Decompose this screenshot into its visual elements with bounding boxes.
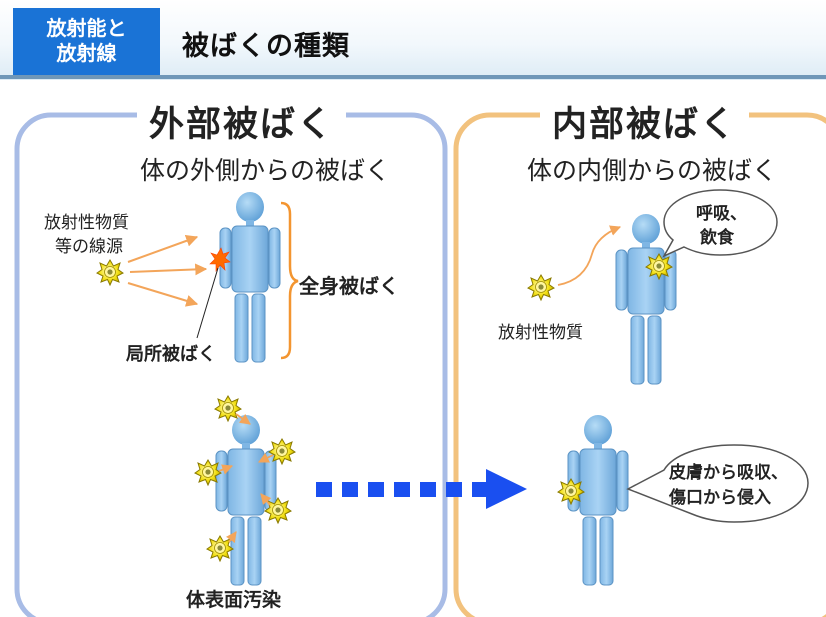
whole-body-exposure-label: 全身被ばく: [299, 274, 399, 298]
section-tag-line1: 放射能と: [46, 16, 127, 40]
radiation-source-icon: [527, 274, 555, 301]
source-label-line1: 放射性物質: [44, 213, 129, 233]
speech-bubble-icon: [662, 189, 778, 258]
source-label-line2: 等の線源: [55, 237, 123, 257]
external-exposure-subtitle: 体の外側からの被ばく: [140, 156, 391, 185]
page-title: 被ばくの種類: [182, 31, 350, 62]
radiation-source-icon: [557, 478, 585, 505]
surface-contamination-label: 体表面汚染: [186, 589, 282, 611]
radiation-source-icon: [268, 438, 296, 465]
radiation-source-icon: [264, 497, 292, 524]
radiation-source-icon: [206, 535, 234, 562]
radiation-source-icon: [96, 259, 124, 286]
human-figure-icon: [219, 191, 281, 363]
internal-exposure-subtitle: 体の内側からの被ばく: [527, 156, 778, 185]
bubble2-line1: 皮膚から吸収、: [669, 463, 788, 483]
section-tag-line2: 放射線: [56, 41, 117, 65]
whole-body-bracket: [280, 201, 299, 360]
local-exposure-spot: [209, 247, 231, 272]
header-divider: [0, 75, 826, 79]
bubble1-line1: 呼吸、: [696, 204, 747, 224]
external-exposure-title: 外部被ばく: [137, 96, 347, 147]
human-figure-icon: [615, 213, 677, 385]
dotted-arrow-icon: [316, 469, 527, 509]
radiation-source-icon: [194, 459, 222, 486]
radiation-source-icon: [645, 253, 673, 280]
local-exposure-label: 局所被ばく: [126, 344, 216, 365]
section-tag: 放射能と 放射線: [13, 8, 160, 75]
internal-exposure-title: 内部被ばく: [540, 96, 750, 147]
radiation-source-icon: [214, 395, 242, 422]
radioactive-material-label: 放射性物質: [498, 323, 583, 343]
speech-bubble-icon: [626, 444, 809, 523]
bubble2-line2: 傷口から侵入: [669, 488, 771, 508]
bubble1-line2: 飲食: [700, 228, 734, 248]
